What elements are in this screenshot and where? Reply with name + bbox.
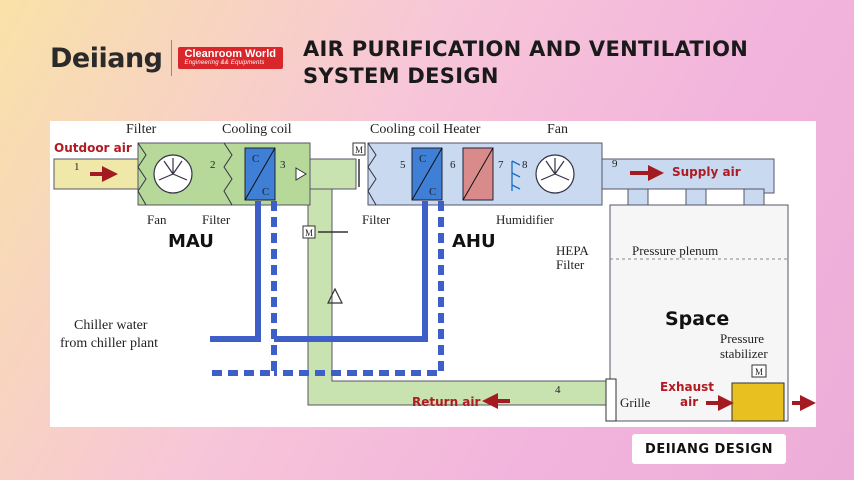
label-filter-top: Filter	[126, 122, 157, 137]
watermark-badge: DEIIANG DESIGN	[632, 434, 786, 464]
label-filter-ahu: Filter	[362, 212, 391, 227]
mau-outlet-arrow-icon	[295, 167, 307, 181]
ahu-coil-c-bottom: C	[429, 186, 436, 198]
label-point-9: 9	[612, 158, 618, 170]
stabilizer-motor-label: M	[755, 367, 763, 377]
humidifier-nozzle-icon	[511, 160, 521, 191]
mau-coil-c-top: C	[252, 153, 259, 165]
label-mau: MAU	[168, 231, 214, 252]
label-fan-mau: Fan	[147, 212, 167, 227]
return-duct-outline-outer	[307, 181, 610, 406]
mau-fan-blades	[158, 158, 188, 181]
label-chiller-line2: from chiller plant	[60, 336, 158, 351]
title-line1: AIR PURIFICATION AND VENTILATION	[303, 37, 749, 61]
hvac-diagram: C C M M C C M Filter	[50, 121, 816, 427]
label-chiller-line1: Chiller water	[74, 318, 148, 333]
label-supply-air: Supply air	[672, 165, 741, 179]
mau-filter-2	[223, 142, 233, 206]
logo-badge: Cleanroom World Engineering && Equipment…	[177, 46, 283, 70]
label-pressure-plenum: Pressure plenum	[632, 243, 718, 258]
label-point-6: 6	[450, 159, 456, 171]
page-title: AIR PURIFICATION AND VENTILATION SYSTEM …	[303, 36, 748, 90]
return-duct-outline-inner	[331, 181, 610, 382]
label-fan-top: Fan	[547, 122, 568, 137]
damper-motor-1	[352, 142, 366, 156]
ahu-fan-blades	[540, 158, 570, 181]
ahu-coil-c-top: C	[419, 153, 426, 165]
return-air-duct	[308, 181, 610, 405]
badge-line1: Cleanroom World	[184, 47, 276, 60]
label-pressure-stabilizer-line1: Pressure	[720, 331, 764, 346]
label-point-1: 1	[74, 161, 80, 173]
label-point-8: 8	[522, 159, 528, 171]
mau-coil-c-bottom: C	[262, 186, 269, 198]
label-pressure-stabilizer-line2: stabilizer	[720, 346, 768, 361]
label-point-7: 7	[498, 159, 504, 171]
brand-logo: Deiiang Cleanroom World Engineering && E…	[50, 38, 283, 78]
label-point-3: 3	[280, 159, 286, 171]
supply-air-duct	[601, 158, 763, 190]
label-hepa-line1: HEPA	[556, 243, 589, 258]
title-line2: SYSTEM DESIGN	[303, 64, 499, 88]
label-cooling-coil-mau: Cooling coil	[222, 122, 292, 137]
return-up-arrow-icon	[327, 287, 343, 304]
chilled-water-piping	[210, 201, 444, 376]
ahu-filter	[367, 142, 377, 206]
label-return-air: Return air	[412, 395, 481, 409]
label-point-2: 2	[210, 159, 216, 171]
label-space: Space	[665, 308, 729, 330]
return-grille	[605, 378, 617, 422]
label-ahu: AHU	[452, 231, 496, 252]
label-hepa-line2: Filter	[556, 257, 585, 272]
label-filter-mau: Filter	[202, 212, 231, 227]
pressure-stabilizer	[731, 382, 785, 422]
label-exhaust-line2: air	[680, 395, 698, 409]
label-point-5: 5	[400, 159, 406, 171]
hvac-diagram-svg: C C M M C C M Filter	[53, 122, 816, 422]
label-grille: Grille	[620, 395, 651, 410]
label-outdoor-air: Outdoor air	[54, 141, 132, 155]
damper-motor-2-label: M	[305, 228, 313, 238]
logo-divider	[170, 40, 172, 76]
logo-wordmark: Deiiang	[50, 42, 163, 74]
stabilizer-motor	[751, 364, 767, 378]
label-cooling-coil-heater: Cooling coil Heater	[370, 122, 481, 137]
mau-inlet-filter	[137, 142, 147, 206]
badge-line2: Engineering && Equipments	[184, 60, 265, 67]
damper-motor-1-label: M	[355, 145, 363, 155]
mau-to-ahu-duct	[309, 158, 357, 190]
damper-motor-2	[302, 225, 316, 239]
label-point-4: 4	[555, 384, 561, 396]
label-exhaust-line1: Exhaust	[660, 380, 714, 394]
label-humidifier: Humidifier	[496, 212, 554, 227]
